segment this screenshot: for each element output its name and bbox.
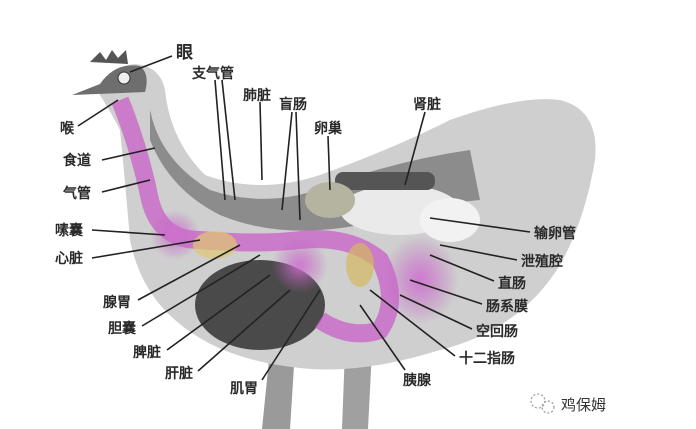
label-oviduct: 输卵管 (534, 225, 576, 242)
label-trachea: 气管 (62, 185, 91, 202)
watermark-text: 鸡保姆 (561, 396, 606, 414)
label-pancreas: 胰腺 (403, 372, 432, 389)
label-mesentery: 肠系膜 (486, 298, 528, 315)
label-spleen: 脾脏 (133, 344, 161, 361)
watermark: 鸡保姆 (530, 393, 606, 414)
label-eye: 眼 (176, 43, 193, 63)
label-gallbladder: 胆囊 (108, 320, 137, 337)
label-duodenum: 十二指肠 (459, 350, 515, 367)
label-lung: 肺脏 (243, 87, 271, 104)
label-crop: 嗉囊 (55, 222, 84, 239)
label-heart: 心脏 (55, 250, 83, 267)
label-gizzard: 肌胃 (230, 381, 258, 397)
label-larynx: 喉 (60, 120, 75, 137)
chicken-body (72, 50, 596, 429)
label-bronchus: 支气管 (191, 65, 234, 82)
label-jejunum-ileum: 空回肠 (476, 323, 518, 340)
labels: 眼 支气管 肺脏 盲肠 卵巢 肾脏 喉 食道 气管 嗉囊 心脏 腺胃 胆囊 脾脏… (55, 43, 576, 397)
label-proventriculus: 腺胃 (103, 294, 131, 311)
label-rectum: 直肠 (498, 275, 526, 292)
label-cecum: 盲肠 (279, 96, 307, 113)
label-esophagus: 食道 (63, 152, 91, 169)
label-cloaca: 泄殖腔 (521, 253, 563, 270)
leader-lines (77, 55, 531, 381)
label-ovary: 卵巢 (314, 120, 343, 137)
label-liver: 肝脏 (165, 365, 193, 382)
wechat-icon (530, 393, 555, 414)
label-kidney: 肾脏 (413, 96, 441, 113)
